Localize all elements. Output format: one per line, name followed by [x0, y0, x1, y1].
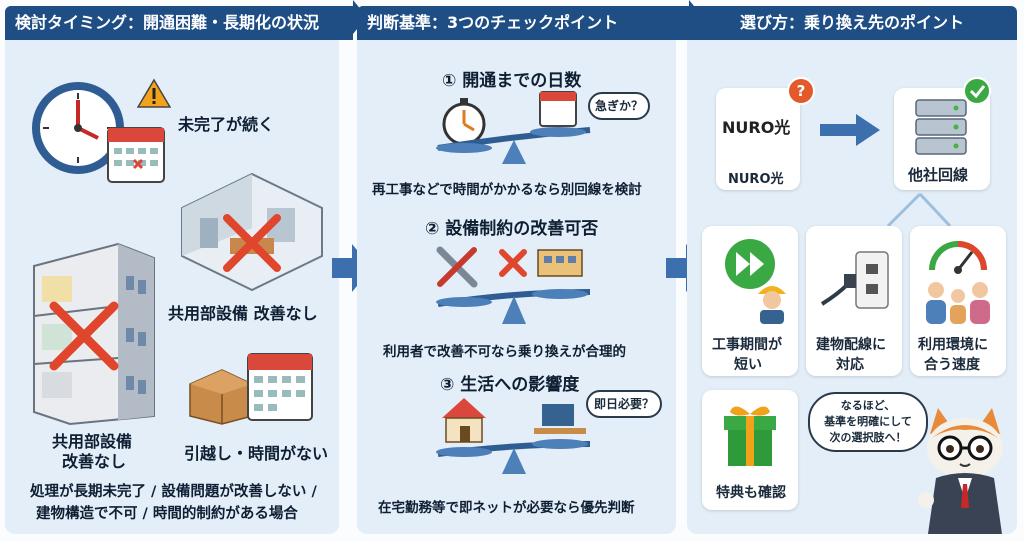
cat-speech-line-3: 次の選択肢へ！ — [829, 431, 907, 444]
criteria-item2-title: ② 設備制約の改善可否 — [425, 219, 599, 239]
common-facility-left-label-1: 共用部設備 — [52, 432, 133, 451]
switch-arrow-icon — [820, 114, 880, 146]
criteria-banner: 判断基準：3つのチェックポイント — [357, 6, 689, 40]
worker-icon — [758, 286, 786, 324]
timing-banner: 検討タイミング：開通困難・長期化の状況 — [5, 6, 353, 40]
warning-icon — [137, 78, 171, 108]
moving-label: 引越し・時間がない — [184, 444, 329, 463]
nuro-label: NURO光 — [728, 172, 784, 187]
check-icon — [963, 77, 991, 105]
criteria-item3-title: ③ 生活への影響度 — [440, 375, 580, 395]
cat-mascot-icon — [918, 408, 1003, 534]
criteria-item1-desc: 再工事などで時間がかかるなら別回線を検討 — [372, 182, 642, 198]
nuro-logo: NURO光 — [722, 118, 791, 137]
feature-card-speed: 利用環境に 合う速度 — [910, 226, 1006, 376]
calendar-icon — [107, 127, 165, 183]
feature-speed-label-1: 利用環境に — [918, 337, 988, 353]
wrench-icon — [436, 246, 591, 324]
feature-wiring-label-2: 対応 — [836, 357, 864, 373]
plug-icon — [820, 251, 889, 309]
other-line-card: 他社回線 — [894, 88, 990, 190]
item1-speech-bubble: 急ぎか？ — [588, 92, 650, 120]
item3-speech-bubble: 即日必要？ — [586, 390, 662, 418]
family-icon — [926, 282, 990, 324]
timing-summary-1: 処理が長期未完了 / 設備問題が改善しない / — [30, 484, 317, 500]
balance-icon — [436, 91, 591, 164]
feature-card-construction: 工事期間が 短い — [702, 226, 798, 376]
gift-icon — [724, 406, 776, 466]
gift-card: 特典も確認 — [702, 390, 798, 510]
feature-construction-label-1: 工事期間が — [712, 337, 782, 353]
house-icon — [436, 398, 591, 474]
calendar-icon — [247, 353, 313, 421]
nuro-card: NURO光 NURO光 — [716, 88, 800, 190]
timing-summary-2: 建物構造で不可 / 時間的制約がある場合 — [36, 506, 298, 522]
room-icon — [181, 172, 323, 292]
other-line-label: 他社回線 — [908, 166, 969, 184]
criteria-item3-desc: 在宅勤務等で即ネットが必要なら優先判断 — [378, 500, 635, 516]
feature-construction-label-2: 短い — [734, 357, 762, 373]
common-facility-right-label: 共用部設備 改善なし — [168, 304, 318, 323]
box-icon — [189, 369, 253, 425]
cat-speech-line-2: 基準を明確にして — [824, 415, 912, 428]
fast-forward-icon — [725, 239, 775, 289]
criteria-item1-title: ① 開通までの日数 — [442, 71, 582, 91]
server-icon — [915, 99, 967, 155]
incomplete-label: 未完了が続く — [178, 115, 275, 134]
criteria-item2-desc: 利用者で改善不可なら乗り換えが合理的 — [383, 344, 626, 360]
cat-speech-line-1: なるほど、 — [840, 399, 896, 412]
gift-label: 特典も確認 — [716, 485, 786, 501]
svg-text:?: ? — [797, 82, 806, 100]
cat-speech-bubble: なるほど、 基準を明確にして 次の選択肢へ！ — [808, 392, 928, 452]
feature-wiring-label-1: 建物配線に — [816, 337, 886, 353]
common-facility-left-label-2: 改善なし — [62, 452, 127, 471]
choice-banner: 選び方：乗り換え先のポイント — [687, 6, 1017, 40]
connector-lines — [886, 192, 952, 228]
speedometer-icon — [929, 241, 987, 274]
feature-card-wiring: 建物配線に 対応 — [806, 226, 902, 376]
clock-icon — [32, 82, 124, 174]
apartment-icon — [33, 242, 155, 426]
question-icon: ? — [787, 77, 815, 105]
feature-speed-label-2: 合う速度 — [924, 357, 980, 373]
